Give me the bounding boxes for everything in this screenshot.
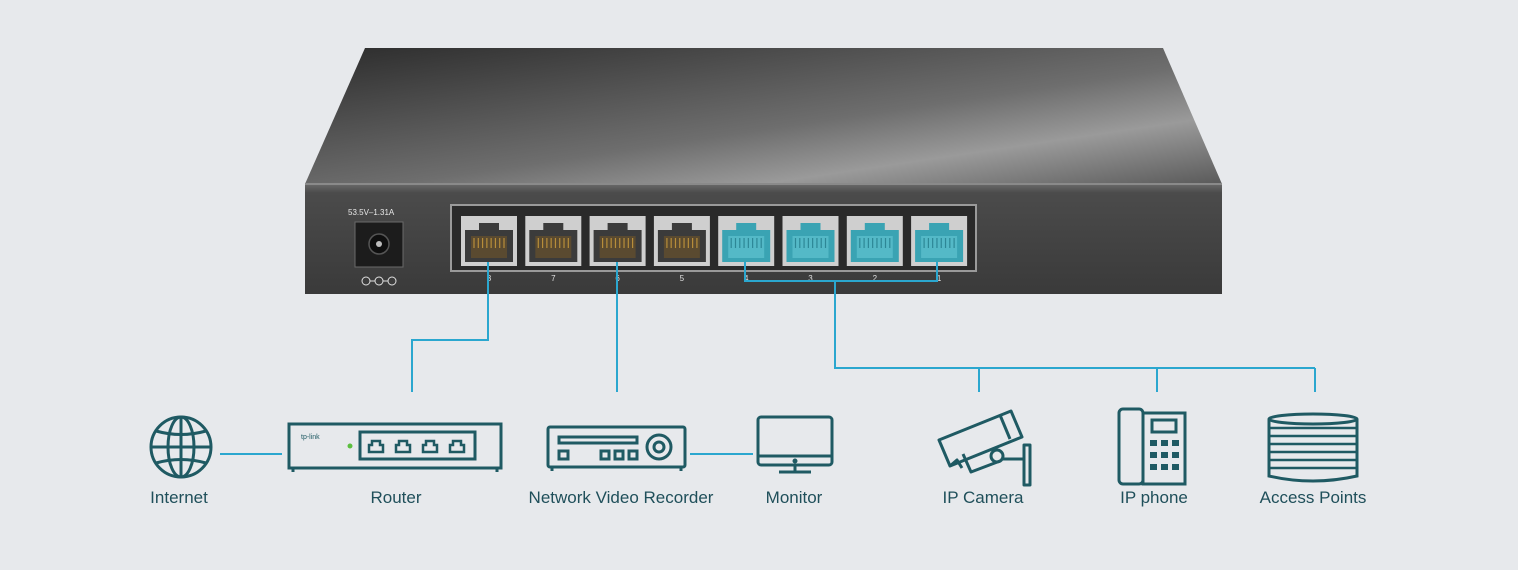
- connection-lines: [220, 262, 1316, 455]
- ethernet-port-3: [782, 216, 839, 266]
- port-number-8: 8: [487, 274, 492, 283]
- ethernet-port-5: [653, 216, 710, 266]
- switch-top-panel: [305, 48, 1222, 184]
- monitor-label: Monitor: [765, 488, 823, 507]
- ethernet-port-1: [911, 216, 968, 266]
- access-points-label: Access Points: [1259, 488, 1367, 507]
- link-port8-router: [411, 262, 489, 392]
- router-brand-logo: tp-link: [301, 434, 320, 441]
- router-status-led: [347, 443, 353, 449]
- ethernet-port-2: [846, 216, 903, 266]
- port-number-4: 4: [744, 274, 749, 283]
- link-poe-devices: [834, 281, 1315, 369]
- ethernet-port-8: [461, 216, 517, 266]
- phone-icon: [1117, 407, 1187, 486]
- internet-label: Internet: [150, 488, 208, 507]
- access-point-icon: [1267, 412, 1359, 483]
- polarity-symbol-icon: [361, 276, 397, 286]
- ethernet-port-7: [525, 216, 582, 266]
- nvr-icon: [546, 425, 687, 471]
- globe-icon: [149, 415, 213, 479]
- ethernet-port-4: [718, 216, 775, 266]
- port-number-2: 2: [873, 274, 878, 283]
- camera-icon: [937, 409, 1032, 487]
- router-label: Router: [370, 488, 422, 507]
- port-number-5: 5: [680, 274, 685, 283]
- ethernet-ports: [461, 216, 968, 266]
- port-number-3: 3: [808, 274, 813, 283]
- poe-port-bracket: [744, 262, 938, 282]
- power-rating-label: 53.5V–1.31A: [348, 208, 395, 217]
- ip-phone-label: IP phone: [1120, 488, 1188, 507]
- ethernet-port-6: [589, 216, 646, 266]
- port-number-7: 7: [551, 274, 556, 283]
- nvr-label: Network Video Recorder: [528, 488, 714, 507]
- monitor-icon: [756, 415, 834, 474]
- port-number-1: 1: [937, 274, 942, 283]
- router-icon: tp-link: [287, 422, 503, 472]
- ip-camera-label: IP Camera: [942, 488, 1024, 507]
